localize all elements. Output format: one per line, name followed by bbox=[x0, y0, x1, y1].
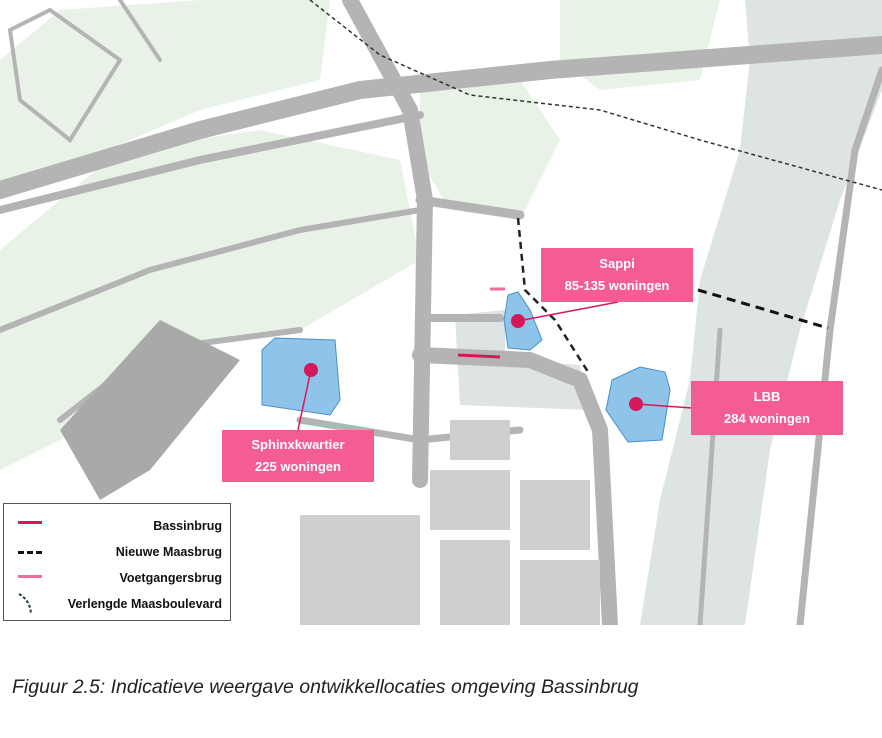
location-name: Sappi bbox=[599, 256, 635, 271]
location-units: 284 woningen bbox=[724, 411, 810, 426]
label-lbb: LBB 284 woningen bbox=[691, 381, 843, 435]
legend-item-bassinbrug: Bassinbrug bbox=[4, 514, 222, 538]
legend-item-voetgangersbrug: Voetgangersbrug bbox=[4, 566, 222, 590]
map-canvas[interactable] bbox=[0, 0, 882, 625]
label-sappi: Sappi 85-135 woningen bbox=[541, 248, 693, 302]
river-maas bbox=[640, 0, 882, 625]
legend-label: Voetgangersbrug bbox=[119, 571, 222, 585]
location-name: LBB bbox=[753, 389, 781, 404]
marker-lbb[interactable] bbox=[629, 397, 643, 411]
map-legend: Bassinbrug Nieuwe Maasbrug Voetgangersbr… bbox=[3, 503, 231, 621]
leader-line-sphinxkwartier bbox=[297, 369, 312, 431]
legend-label: Nieuwe Maasbrug bbox=[115, 545, 222, 559]
harbour-basin bbox=[455, 310, 590, 410]
solid-line-icon bbox=[18, 575, 42, 578]
legend-item-verlengde-maasboulevard: Verlengde Maasboulevard bbox=[4, 592, 222, 616]
dashed-curve-icon bbox=[18, 593, 32, 615]
station-building bbox=[60, 320, 240, 500]
marker-sphinxkwartier[interactable] bbox=[304, 363, 318, 377]
nieuwe-maasbrug-route-east bbox=[697, 288, 829, 330]
leader-line-lbb bbox=[635, 403, 693, 409]
location-name: Sphinxkwartier bbox=[251, 437, 345, 452]
marker-sappi[interactable] bbox=[511, 314, 525, 328]
solid-line-icon bbox=[18, 521, 42, 524]
nieuwe-maasbrug-route bbox=[516, 217, 592, 376]
legend-item-nieuwe-maasbrug: Nieuwe Maasbrug bbox=[4, 540, 222, 564]
leader-line-sappi bbox=[517, 301, 619, 322]
legend-label: Verlengde Maasboulevard bbox=[67, 597, 222, 611]
label-sphinxkwartier: Sphinxkwartier 225 woningen bbox=[222, 430, 374, 482]
location-units: 225 woningen bbox=[255, 459, 341, 474]
figure-caption: Figuur 2.5: Indicatieve weergave ontwikk… bbox=[12, 676, 639, 698]
verlengde-maasboulevard-route bbox=[309, 0, 882, 191]
roads bbox=[0, 0, 882, 625]
location-units: 85-135 woningen bbox=[564, 278, 670, 293]
bassinbrug bbox=[457, 353, 501, 359]
legend-label: Bassinbrug bbox=[153, 519, 222, 533]
dashed-line-icon bbox=[18, 551, 42, 554]
area-sphinxkwartier bbox=[261, 337, 341, 416]
city-blocks bbox=[300, 420, 600, 625]
